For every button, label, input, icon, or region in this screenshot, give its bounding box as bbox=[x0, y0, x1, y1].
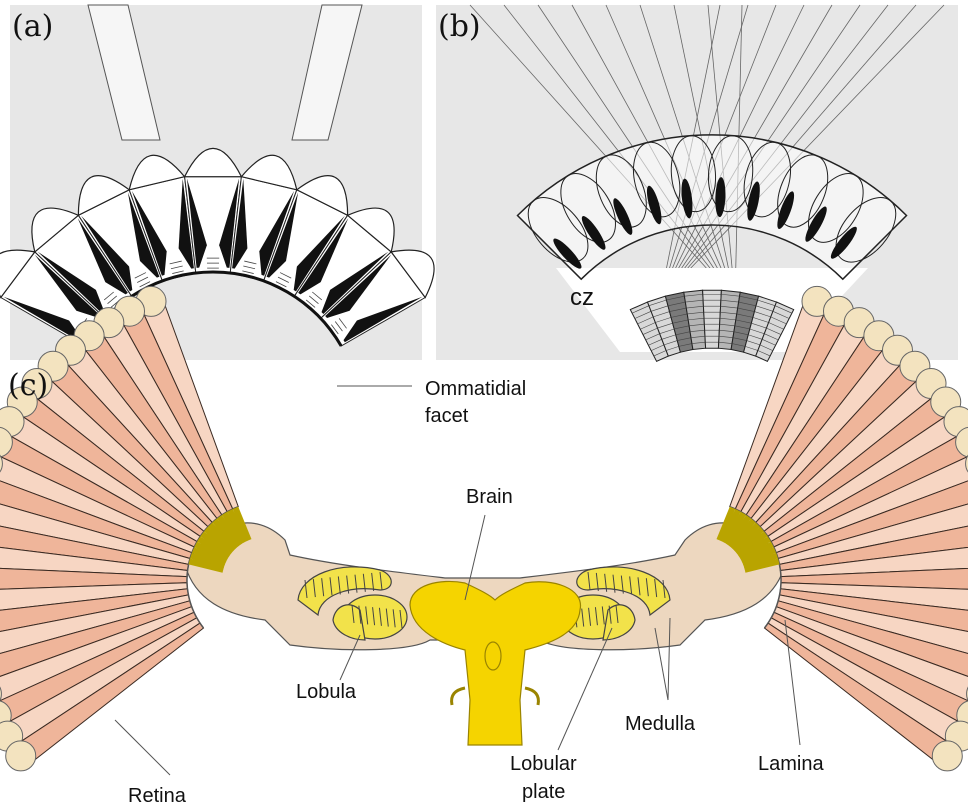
label-medulla: Medulla bbox=[625, 713, 696, 735]
ommatidial-facet bbox=[932, 741, 962, 771]
label-ommatidial-facet-line2: facet bbox=[425, 405, 469, 427]
label-retina: Retina bbox=[128, 785, 187, 807]
ommatidial-facet bbox=[6, 741, 36, 771]
brain-esophageal-opening bbox=[485, 642, 501, 670]
panel-a-letter: (a) bbox=[12, 9, 53, 44]
label-lobula: Lobula bbox=[296, 681, 357, 703]
panel-c-letter: (c) bbox=[8, 368, 48, 403]
label-lobular-plate-line2: plate bbox=[522, 781, 565, 803]
panel-b-letter: (b) bbox=[438, 9, 481, 44]
label-ommatidial-facet-line1: Ommatidial bbox=[425, 378, 526, 400]
panel-b: cz (b) bbox=[436, 5, 958, 361]
label-lamina: Lamina bbox=[758, 753, 824, 775]
label-brain: Brain bbox=[466, 486, 513, 508]
panel-c: Ommatidial facet Brain Lobula Medulla La… bbox=[0, 286, 968, 807]
panel-a: (a) bbox=[0, 5, 434, 360]
label-lobular-plate-line1: Lobular bbox=[510, 753, 577, 775]
label-lobular-plate: Lobular plate bbox=[510, 753, 582, 803]
label-ommatidial-facet: Ommatidial facet bbox=[425, 378, 532, 427]
panel-b-clear-zone-label: cz bbox=[570, 284, 594, 311]
